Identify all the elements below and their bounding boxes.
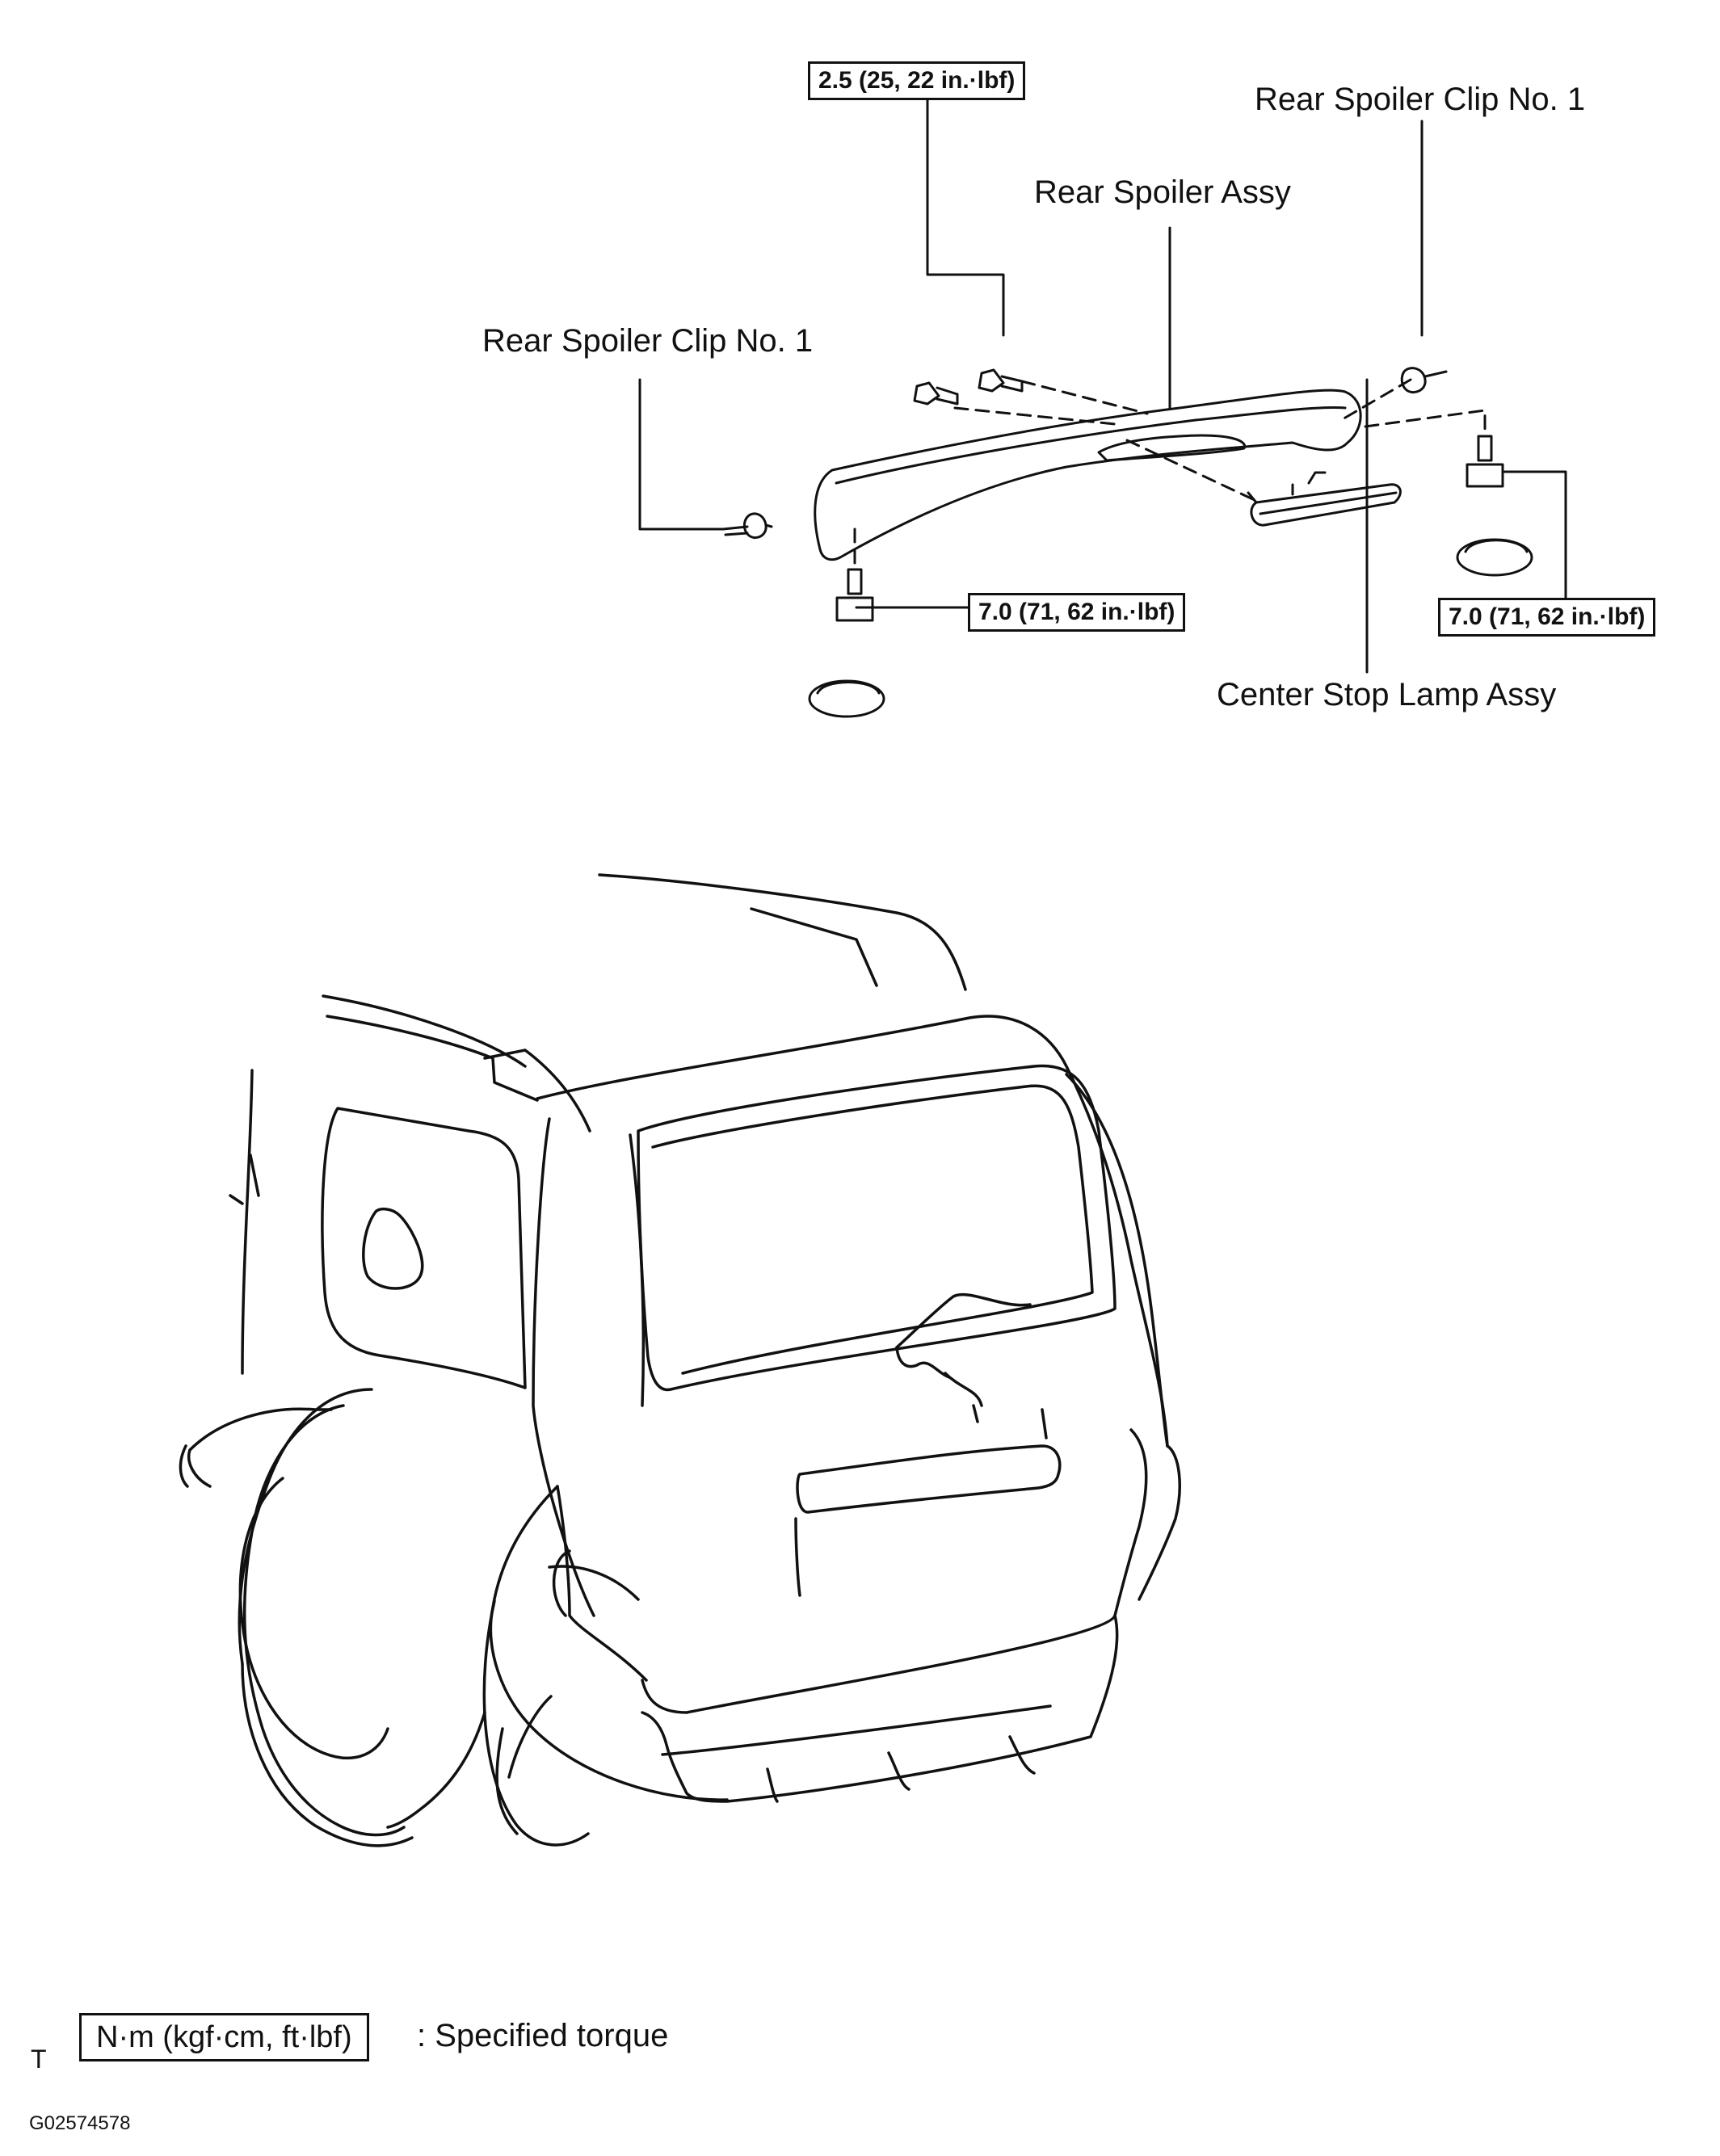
torque-spec-bottom-left: 7.0 (71, 62 in.·lbf) — [968, 593, 1186, 632]
torque-spec-top: 2.5 (25, 22 in.·lbf) — [808, 61, 1026, 100]
dash-bolt-right — [1020, 380, 1149, 415]
torque-spec-bottom-right: 7.0 (71, 62 in.·lbf) — [1438, 598, 1656, 637]
bolt-bottom-left — [835, 568, 874, 622]
leader-torque-br — [1503, 470, 1567, 599]
dash-lamp — [1125, 439, 1258, 502]
legend-description: : Specified torque — [417, 2018, 669, 2053]
bolt-top-right — [978, 368, 1024, 393]
spoiler-body — [814, 389, 1362, 561]
leader-torque-top — [926, 94, 1005, 337]
vehicle-outline — [179, 873, 1181, 1847]
label-rear-spoiler-clip-right: Rear Spoiler Clip No. 1 — [1255, 82, 1586, 117]
leader-clip-left — [638, 378, 725, 531]
stop-lamp — [1250, 483, 1402, 527]
footer-letter: T — [31, 2045, 47, 2074]
bolt-bottom-right — [1466, 435, 1504, 488]
figure-code: G02574578 — [29, 2112, 131, 2134]
clip-left — [721, 512, 773, 539]
hole-plug-left — [808, 679, 885, 718]
label-rear-spoiler-clip-left: Rear Spoiler Clip No. 1 — [482, 323, 814, 359]
dash-right-bolt — [1364, 409, 1487, 434]
label-rear-spoiler-assy: Rear Spoiler Assy — [1034, 174, 1291, 210]
label-center-stop-lamp-assy: Center Stop Lamp Assy — [1217, 677, 1557, 712]
legend-unit-box: N·m (kgf·cm, ft·lbf) — [79, 2013, 369, 2061]
clip-right — [1400, 367, 1448, 393]
bolt-top-left — [913, 381, 959, 406]
dash-clip-right — [1339, 378, 1412, 422]
hole-plug-right — [1456, 538, 1533, 577]
